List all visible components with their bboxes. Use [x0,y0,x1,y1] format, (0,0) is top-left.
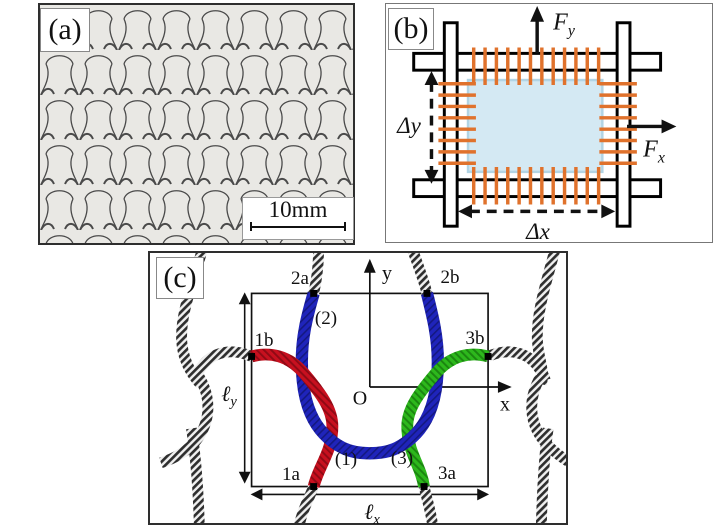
delta-x-left-arrowhead-icon [458,204,472,219]
loop2-blue-yarn [295,291,444,460]
point-1a-label: 1a [282,464,300,485]
gray-yarn-1a-continuation [294,484,319,523]
left-rod [442,21,459,228]
dim-x-right-arrowhead-icon [477,488,490,501]
gray-yarn-2b-continuation [407,253,433,295]
force-x-subscript: x [657,149,665,167]
gray-yarn-3b-continuation [485,346,551,382]
loop3-green-yarn [401,348,490,488]
point-1b-label: 1b [254,330,274,351]
panel-b-tag: (b) [388,8,434,50]
dot-2a [310,289,318,297]
gray-yarn-2a-continuation [308,253,324,295]
scale-bar-label: 10mm [268,197,328,222]
dim-y-down-arrowhead-icon [238,471,251,484]
force-y-symbol: F [553,9,568,36]
cell-width-symbol: ℓ [364,498,374,524]
point-3b-label: 3b [465,328,485,349]
panel-a-fabric-photo: (a) 10mm [38,3,355,245]
force-x-arrowhead-icon [661,119,677,134]
delta-y-label: Δy [397,113,421,138]
panel-a-tag-text: (a) [48,13,82,46]
gray-yarn-3a-continuation [418,485,438,523]
right-rod [615,21,632,228]
contact-point-dots [248,289,492,490]
dim-x-left-arrowhead-icon [250,488,263,501]
delta-x-right-arrowhead-icon [601,204,616,219]
gray-neighbour-yarns [159,253,566,523]
panel-c-tag-text: (c) [163,261,197,294]
delta-y-up-arrowhead-icon [424,71,439,85]
dot-1b [248,353,256,360]
dim-y-up-arrowhead-icon [238,292,251,305]
loop3-label: (3) [390,448,414,469]
panel-c-loop-diagram: (c) 2a y 2b 1b 3b (2) O x (1) (3) 1a 3a … [148,251,568,528]
force-x-label: Fx [643,137,665,168]
delta-x-label: Δx [526,219,550,244]
cell-width-subscript: x [373,512,380,529]
edge-loop-ticks [438,47,637,205]
cell-width-label: ℓx [364,499,380,529]
scale-bar: 10mm [242,197,354,240]
gray-yarn-1b-continuation [189,346,254,382]
scale-bar-line [250,222,346,231]
panel-b-tag-text: (b) [393,12,429,45]
cell-height-subscript: y [230,394,237,411]
fabric-sample-rect [466,78,604,174]
stretch-schematic-drawing [412,5,677,228]
gray-yarn-left-bulge [159,374,214,469]
x-axis-arrowhead-icon [497,381,512,393]
loop1-red-yarn [249,348,339,489]
loop1-label: (1) [334,449,358,470]
loop-diagram-drawing [159,253,566,523]
x-axis-label: x [500,393,510,416]
cell-height-label: ℓy [221,381,237,411]
panel-c-tag: (c) [156,257,204,299]
knit-fabric-image [40,5,353,243]
dot-3a [420,483,428,490]
delta-y-down-arrowhead-icon [424,169,439,184]
force-x-symbol: F [643,136,658,163]
point-2a-label: 2a [291,268,309,289]
gray-yarn-left-bottom [186,427,205,523]
y-axis-label: y [382,262,392,285]
loop2-label: (2) [314,308,338,329]
panel-b-stretch-schematic: (b) Fy Fx Δy Δx [385,3,713,244]
force-y-label: Fy [553,10,575,41]
force-y-arrow [530,5,545,54]
cell-height-dimension-arrow [238,292,251,484]
force-x-arrow [627,119,677,134]
delta-x-dimension-arrow [458,204,616,219]
dot-3b [484,353,492,360]
dot-1a [310,483,318,490]
force-y-subscript: y [567,22,575,40]
panel-a-tag: (a) [40,8,90,52]
y-axis-arrowhead-icon [363,258,376,273]
point-2b-label: 2b [440,267,460,288]
cell-width-dimension-arrow [250,488,490,501]
delta-y-dimension-arrow [424,71,439,184]
point-3a-label: 3a [438,463,456,484]
gray-yarn-right-bottom [535,427,554,523]
dot-2b [423,289,431,297]
force-y-arrowhead-icon [530,5,545,22]
origin-label: O [352,387,368,410]
cell-height-symbol: ℓ [221,380,231,406]
